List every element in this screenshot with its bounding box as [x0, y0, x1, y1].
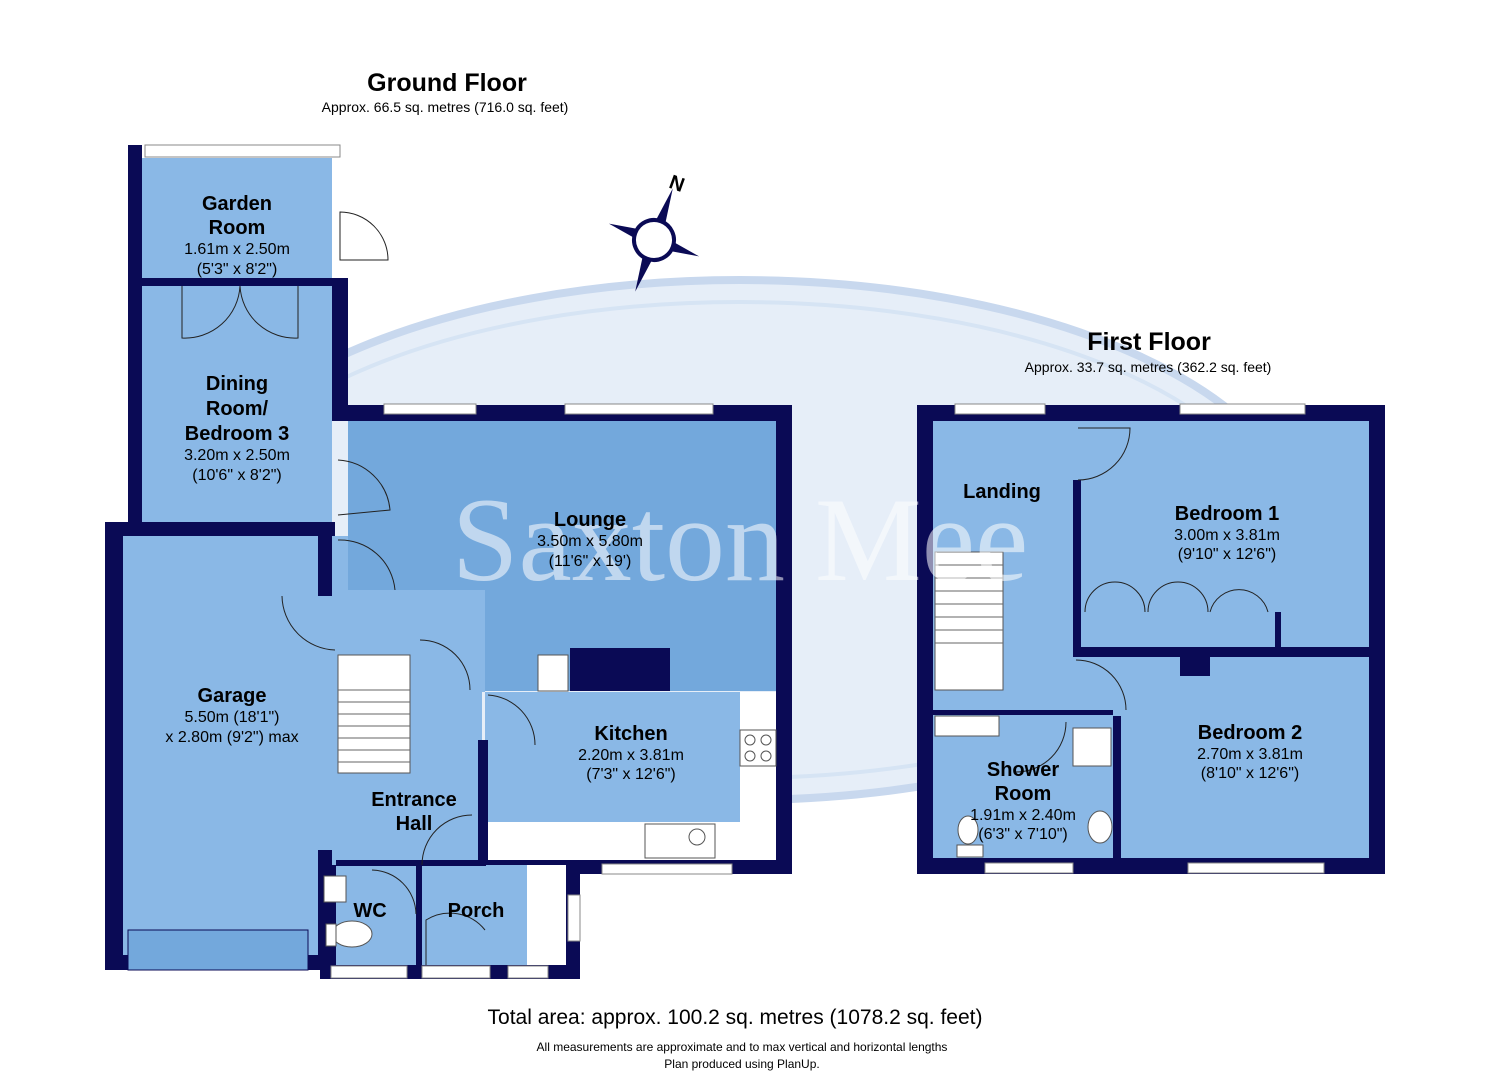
garage-floor	[123, 536, 318, 955]
svg-text:Room: Room	[995, 783, 1052, 805]
svg-text:Garden: Garden	[202, 193, 272, 215]
svg-text:(7'3" x 12'6"): (7'3" x 12'6")	[586, 766, 676, 783]
svg-text:Bedroom 2: Bedroom 2	[1198, 722, 1302, 744]
first-floor-title: First Floor	[1087, 328, 1211, 356]
svg-text:Room/: Room/	[206, 398, 269, 420]
svg-text:(6'3" x 7'10"): (6'3" x 7'10")	[978, 826, 1068, 843]
wc-label: WC	[353, 900, 386, 922]
disclaimer-measurements: All measurements are approximate and to …	[537, 1040, 948, 1054]
svg-text:(10'6" x 8'2"): (10'6" x 8'2")	[192, 467, 282, 484]
dining-room-label: Dining Room/ Bedroom 3 3.20m x 2.50m (10…	[184, 373, 290, 484]
garden-room-floor	[142, 158, 332, 278]
svg-text:3.50m x 5.80m: 3.50m x 5.80m	[537, 533, 643, 550]
first-floor-area: Approx. 33.7 sq. metres (362.2 sq. feet)	[1025, 359, 1272, 375]
svg-text:1.61m x 2.50m: 1.61m x 2.50m	[184, 241, 290, 258]
bedroom-2-label: Bedroom 2 2.70m x 3.81m (8'10" x 12'6")	[1197, 722, 1303, 782]
compass-north-label: N	[666, 171, 687, 197]
garage-label: Garage 5.50m (18'1") x 2.80m (9'2") max	[165, 685, 298, 746]
svg-text:Hall: Hall	[396, 813, 433, 835]
porch-floor	[421, 865, 527, 965]
svg-text:(5'3" x 8'2"): (5'3" x 8'2")	[197, 261, 278, 278]
ground-floor-area: Approx. 66.5 sq. metres (716.0 sq. feet)	[322, 99, 569, 115]
svg-text:Entrance: Entrance	[371, 789, 457, 811]
wc-floor	[336, 865, 421, 965]
first-floor	[917, 403, 1385, 874]
svg-text:2.20m x 3.81m: 2.20m x 3.81m	[578, 747, 684, 764]
disclaimer-planup: Plan produced using PlanUp.	[664, 1057, 819, 1071]
dining-room-floor	[142, 286, 332, 522]
landing-label: Landing	[963, 481, 1041, 503]
svg-text:Garage: Garage	[198, 685, 267, 707]
ground-floor	[105, 144, 792, 979]
compass-icon	[608, 188, 700, 292]
bedroom-1-label: Bedroom 1 3.00m x 3.81m (9'10" x 12'6")	[1174, 503, 1280, 563]
watermark-text: Saxton Mee	[452, 473, 1029, 606]
total-area: Total area: approx. 100.2 sq. metres (10…	[488, 1006, 983, 1029]
svg-text:Lounge: Lounge	[554, 509, 626, 531]
kitchen-floor	[485, 692, 740, 822]
garden-room-label: Garden Room 1.61m x 2.50m (5'3" x 8'2")	[184, 193, 290, 278]
svg-text:1.91m x 2.40m: 1.91m x 2.40m	[970, 807, 1076, 824]
porch-label: Porch	[448, 900, 505, 922]
svg-text:Kitchen: Kitchen	[594, 723, 667, 745]
svg-text:(11'6" x 19'): (11'6" x 19')	[549, 553, 632, 570]
svg-text:5.50m (18'1"): 5.50m (18'1")	[185, 709, 280, 726]
svg-text:2.70m x 3.81m: 2.70m x 3.81m	[1197, 746, 1303, 763]
svg-text:(9'10" x 12'6"): (9'10" x 12'6")	[1178, 546, 1276, 563]
shower-room-label: Shower Room 1.91m x 2.40m (6'3" x 7'10")	[970, 759, 1076, 843]
lounge-label: Lounge 3.50m x 5.80m (11'6" x 19')	[537, 509, 643, 570]
svg-text:Bedroom 1: Bedroom 1	[1175, 503, 1279, 525]
svg-text:x 2.80m (9'2") max: x 2.80m (9'2") max	[165, 729, 298, 746]
svg-text:Bedroom 3: Bedroom 3	[185, 423, 289, 445]
svg-text:Shower: Shower	[987, 759, 1059, 781]
bedroom-2-floor	[1120, 656, 1369, 858]
ground-floor-title: Ground Floor	[367, 69, 527, 97]
svg-text:Room: Room	[209, 217, 266, 239]
kitchen-label: Kitchen 2.20m x 3.81m (7'3" x 12'6")	[578, 723, 684, 783]
bedroom-1-floor	[1073, 421, 1369, 651]
svg-text:Dining: Dining	[206, 373, 268, 395]
svg-text:3.20m x 2.50m: 3.20m x 2.50m	[184, 447, 290, 464]
svg-text:3.00m x 3.81m: 3.00m x 3.81m	[1174, 527, 1280, 544]
entrance-hall-label: Entrance Hall	[371, 789, 457, 835]
svg-text:(8'10" x 12'6"): (8'10" x 12'6")	[1201, 765, 1299, 782]
